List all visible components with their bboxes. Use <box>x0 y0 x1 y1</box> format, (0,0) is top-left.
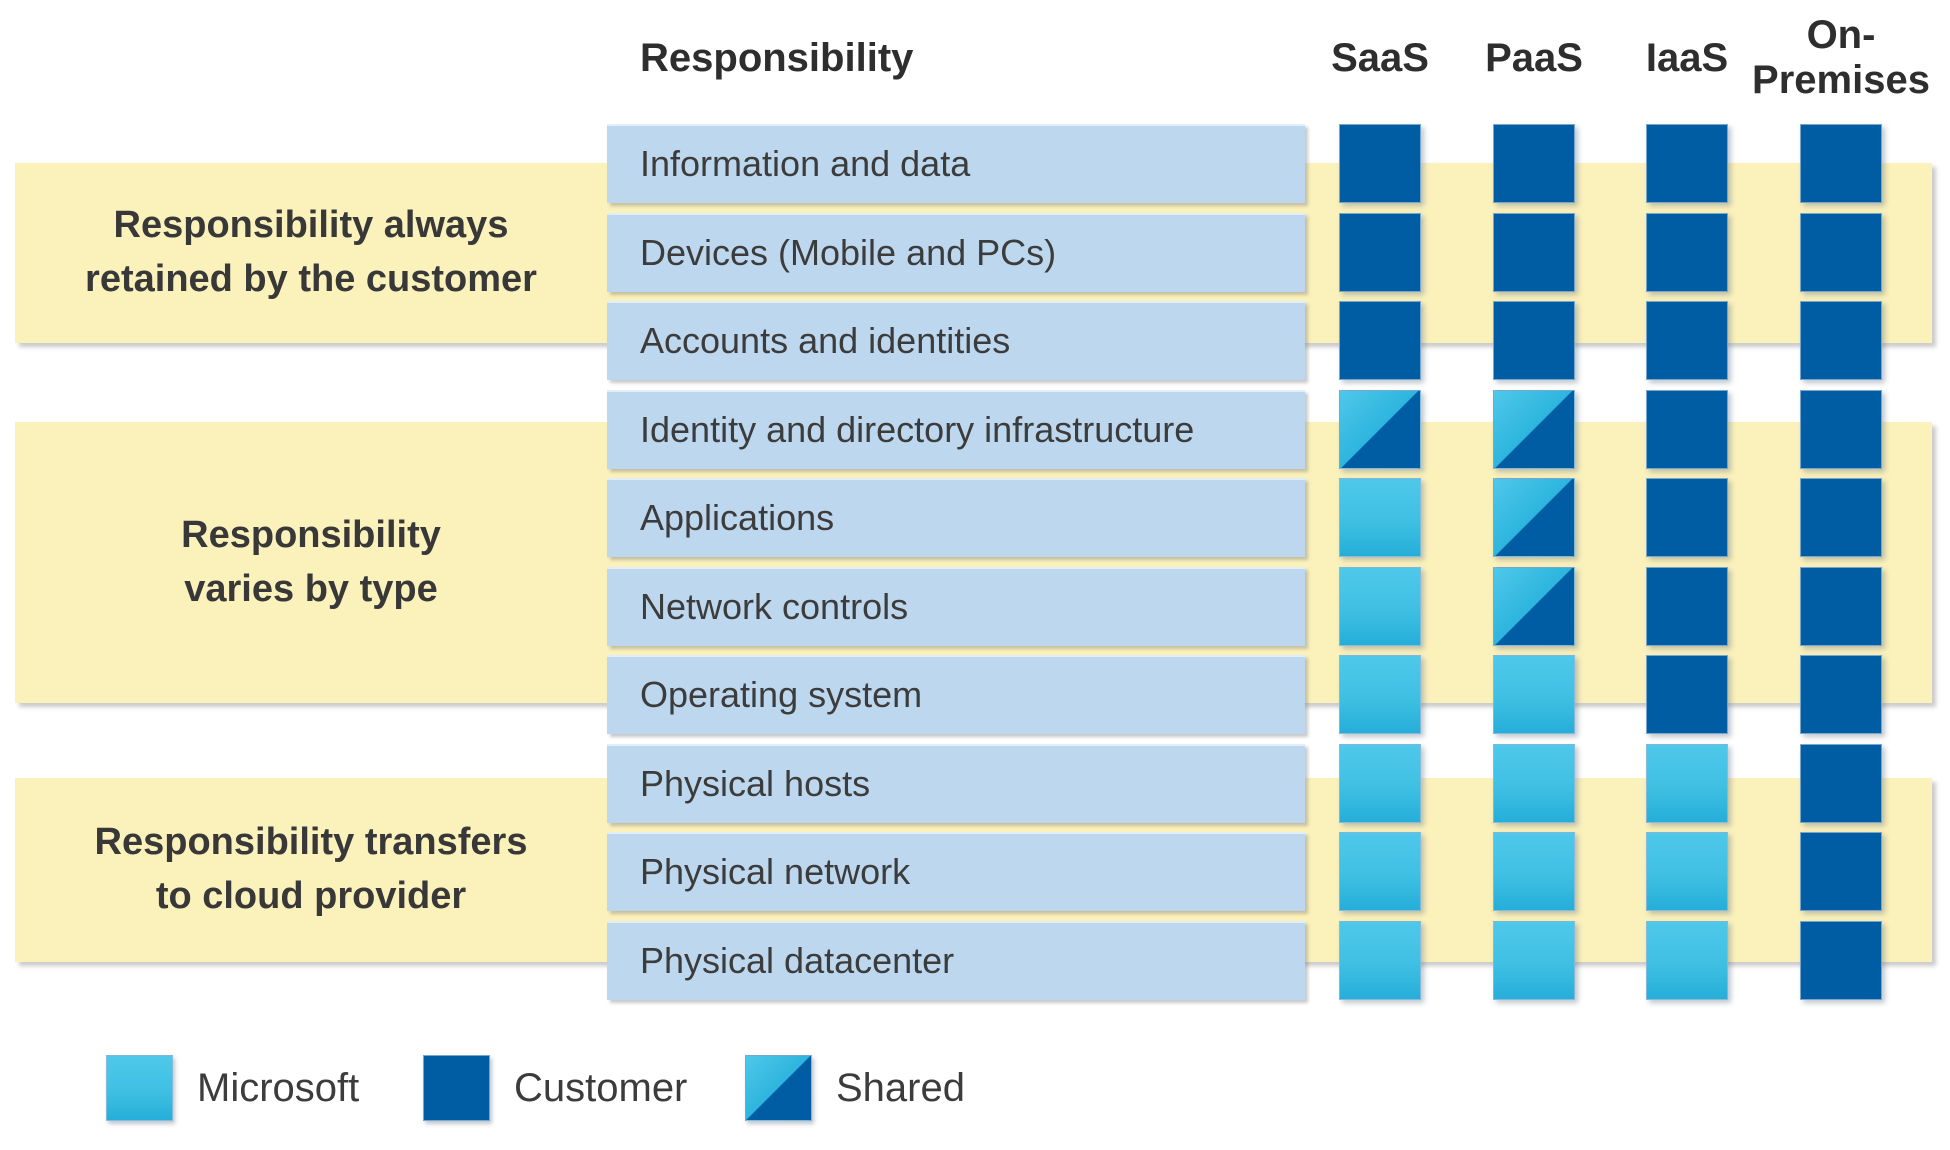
cell-customer <box>1339 301 1421 380</box>
legend-item-microsoft: Microsoft <box>106 1055 359 1121</box>
cell-customer <box>1800 213 1882 292</box>
cell-customer <box>1493 213 1575 292</box>
responsibility-column-header: Responsibility <box>640 35 914 80</box>
column-header-on-premises: On-Premises <box>1752 13 1930 102</box>
cell-customer <box>1800 744 1882 823</box>
cell-customer <box>1800 655 1882 734</box>
legend-label-customer: Customer <box>514 1065 688 1110</box>
row-label: Identity and directory infrastructure <box>607 390 1305 469</box>
cell-customer <box>1646 478 1728 557</box>
column-header-iaas: IaaS <box>1645 35 1729 80</box>
group-label-varies-by-type: Responsibility varies by type <box>181 513 441 610</box>
cell-microsoft <box>1493 832 1575 911</box>
cell-customer <box>1800 832 1882 911</box>
row-label: Information and data <box>607 124 1305 203</box>
legend-item-customer: Customer <box>423 1055 687 1121</box>
cell-customer <box>1800 567 1882 646</box>
cell-microsoft <box>1646 744 1728 823</box>
cell-microsoft <box>1493 655 1575 734</box>
cell-microsoft <box>1646 832 1728 911</box>
cell-microsoft <box>1646 921 1728 1000</box>
row-label: Network controls <box>607 567 1305 646</box>
cell-shared <box>1339 390 1421 469</box>
cell-microsoft <box>1339 921 1421 1000</box>
cell-customer <box>1646 124 1728 203</box>
column-header-saas: SaaS <box>1331 35 1429 80</box>
cell-customer <box>1646 567 1728 646</box>
cell-customer <box>1339 124 1421 203</box>
cell-customer <box>1800 478 1882 557</box>
group-label-transfers: Responsibility transfers to cloud provid… <box>94 821 528 917</box>
cell-customer <box>1800 301 1882 380</box>
cell-microsoft <box>1339 744 1421 823</box>
microsoft-swatch-icon <box>106 1055 173 1121</box>
cell-customer <box>1800 390 1882 469</box>
cell-microsoft <box>1339 567 1421 646</box>
customer-swatch-icon <box>423 1055 490 1121</box>
cell-customer <box>1646 655 1728 734</box>
cell-customer <box>1646 390 1728 469</box>
column-header-paas: PaaS <box>1485 35 1583 80</box>
cell-microsoft <box>1493 744 1575 823</box>
row-label: Applications <box>607 478 1305 557</box>
cell-microsoft <box>1493 921 1575 1000</box>
row-label: Operating system <box>607 655 1305 734</box>
row-label: Physical datacenter <box>607 921 1305 1000</box>
cell-customer <box>1646 301 1728 380</box>
cell-customer <box>1800 124 1882 203</box>
cell-customer <box>1493 301 1575 380</box>
cell-microsoft <box>1339 832 1421 911</box>
row-label: Physical hosts <box>607 744 1305 823</box>
row-label: Physical network <box>607 832 1305 911</box>
cell-shared <box>1493 567 1575 646</box>
cell-shared <box>1493 390 1575 469</box>
cell-customer <box>1800 921 1882 1000</box>
row-label: Devices (Mobile and PCs) <box>607 213 1305 292</box>
cell-microsoft <box>1339 478 1421 557</box>
shared-swatch-icon <box>745 1055 812 1121</box>
row-label: Accounts and identities <box>607 301 1305 380</box>
cell-customer <box>1339 213 1421 292</box>
legend-label-microsoft: Microsoft <box>197 1065 360 1110</box>
group-label-always-retained: Responsibility always retained by the cu… <box>85 204 537 300</box>
cell-shared <box>1493 478 1575 557</box>
cell-customer <box>1493 124 1575 203</box>
cell-customer <box>1646 213 1728 292</box>
cell-microsoft <box>1339 655 1421 734</box>
legend-item-shared: Shared <box>745 1055 965 1121</box>
legend-label-shared: Shared <box>836 1065 965 1110</box>
